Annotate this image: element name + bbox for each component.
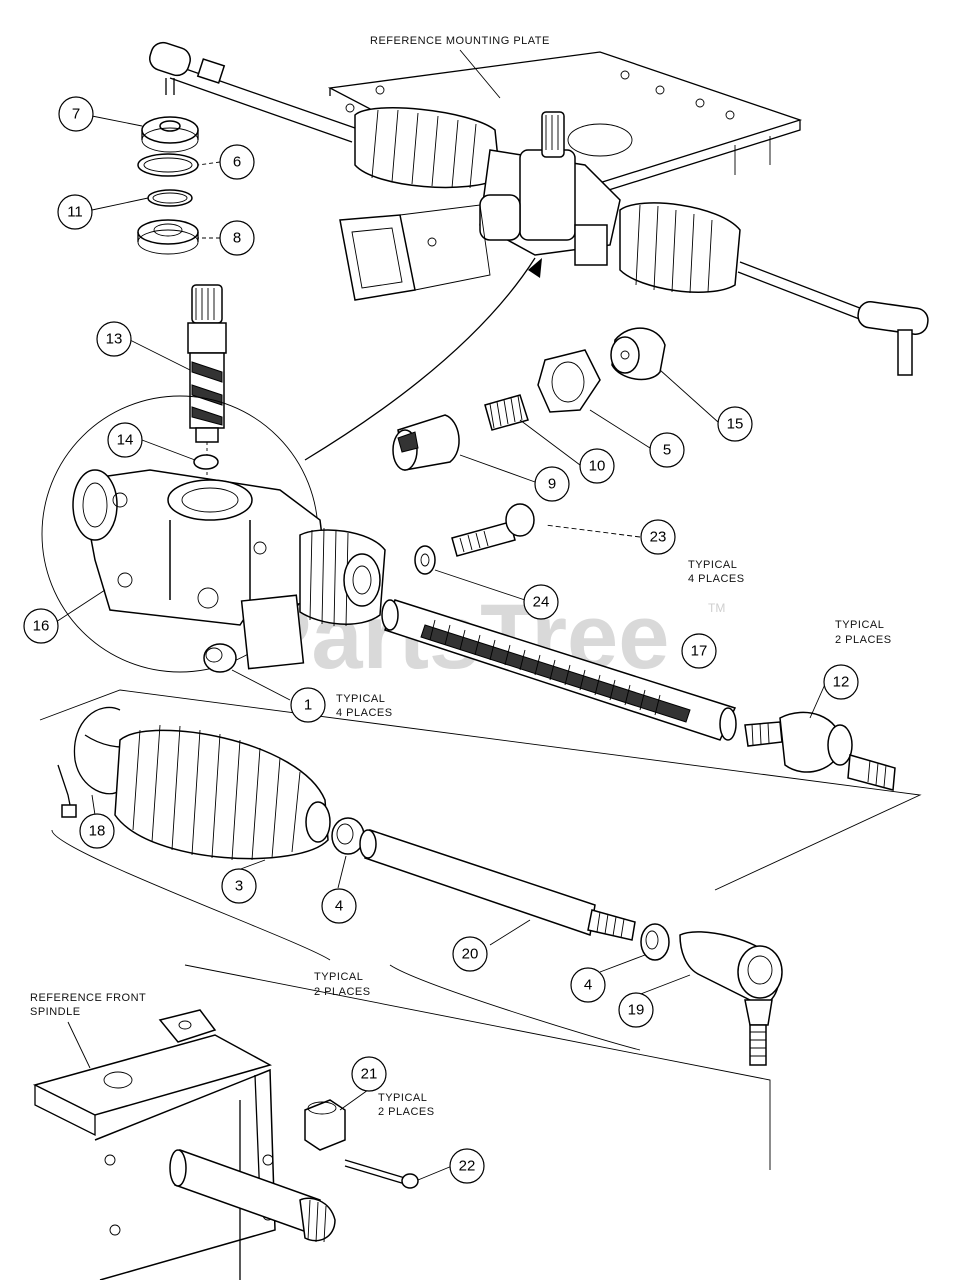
ref-front-spindle-line1: REFERENCE FRONT xyxy=(30,992,146,1004)
callout-13[interactable]: 13 xyxy=(96,321,132,357)
ref-mounting-plate-label: REFERENCE MOUNTING PLATE xyxy=(370,35,550,47)
note-23-line2: 4 PLACES xyxy=(688,573,745,585)
svg-text:19: 19 xyxy=(628,1002,645,1019)
watermark-tm: TM xyxy=(708,601,725,615)
top-bearing-stack xyxy=(137,116,199,255)
rack-housing xyxy=(72,469,386,670)
callout-22[interactable]: 22 xyxy=(449,1148,485,1184)
callout-12[interactable]: 12 xyxy=(823,664,859,700)
callout-17[interactable]: 17 xyxy=(681,633,717,669)
svg-text:15: 15 xyxy=(727,416,744,433)
washer-24 xyxy=(414,545,436,575)
callout-10[interactable]: 10 xyxy=(579,448,615,484)
callout-9[interactable]: 9 xyxy=(534,466,570,502)
callout-24[interactable]: 24 xyxy=(523,584,559,620)
callout-23[interactable]: 23 xyxy=(640,519,676,555)
svg-text:6: 6 xyxy=(233,154,241,171)
ref-front-spindle-line2: SPINDLE xyxy=(30,1006,81,1018)
note-1-line2: 4 PLACES xyxy=(336,707,393,719)
note-12-line1: TYPICAL xyxy=(835,619,884,631)
cotter-pin-22 xyxy=(344,1159,419,1189)
callout-11[interactable]: 11 xyxy=(57,194,93,230)
svg-text:20: 20 xyxy=(462,946,479,963)
svg-text:10: 10 xyxy=(589,458,606,475)
svg-text:21: 21 xyxy=(361,1066,378,1083)
note-21-line2: 2 PLACES xyxy=(378,1106,435,1118)
note-12-line2: 2 PLACES xyxy=(835,634,892,646)
callout-16[interactable]: 16 xyxy=(23,608,59,644)
svg-text:14: 14 xyxy=(117,432,134,449)
note-1-line1: TYPICAL xyxy=(336,693,385,705)
nut-1 xyxy=(203,643,237,673)
bellows-boot-3 xyxy=(114,724,331,861)
jam-nut-4b xyxy=(640,923,670,961)
svg-text:7: 7 xyxy=(72,106,80,123)
callout-4b[interactable]: 4 xyxy=(570,967,606,1003)
yoke-9 xyxy=(392,414,460,471)
tie-rod-end-19 xyxy=(679,931,783,1066)
locknut-5 xyxy=(537,349,601,413)
tie-strap-18 xyxy=(57,706,136,818)
callout-14[interactable]: 14 xyxy=(107,422,143,458)
note-21-line1: TYPICAL xyxy=(378,1092,427,1104)
svg-text:17: 17 xyxy=(691,643,708,660)
callout-21[interactable]: 21 xyxy=(351,1056,387,1092)
callout-6[interactable]: 6 xyxy=(219,144,255,180)
callout-18[interactable]: 18 xyxy=(79,813,115,849)
bolt-23 xyxy=(451,503,535,557)
bushing-14 xyxy=(193,454,219,470)
svg-text:16: 16 xyxy=(33,618,50,635)
svg-text:12: 12 xyxy=(833,674,850,691)
castle-nut-21 xyxy=(304,1099,346,1151)
svg-text:8: 8 xyxy=(233,230,241,247)
callout-5[interactable]: 5 xyxy=(649,432,685,468)
svg-text:4: 4 xyxy=(335,898,343,915)
spring-10 xyxy=(484,394,529,431)
svg-text:18: 18 xyxy=(89,823,106,840)
cap-15 xyxy=(610,327,666,381)
top-assembly xyxy=(149,41,929,461)
svg-text:23: 23 xyxy=(650,529,667,546)
svg-text:9: 9 xyxy=(548,476,556,493)
note-20-line2: 2 PLACES xyxy=(314,986,371,998)
svg-text:13: 13 xyxy=(106,331,123,348)
svg-text:3: 3 xyxy=(235,878,243,895)
svg-text:22: 22 xyxy=(459,1158,476,1175)
note-23-line1: TYPICAL xyxy=(688,559,737,571)
tie-rod-20 xyxy=(359,829,636,941)
callout-1[interactable]: 1 xyxy=(290,687,326,723)
callout-15[interactable]: 15 xyxy=(717,406,753,442)
callout-8[interactable]: 8 xyxy=(219,220,255,256)
rack-bar-17 xyxy=(381,599,737,741)
svg-text:24: 24 xyxy=(533,594,550,611)
callout-3[interactable]: 3 xyxy=(221,868,257,904)
callout-20[interactable]: 20 xyxy=(452,936,488,972)
lower-plate-outline xyxy=(39,689,922,891)
note-20-line1: TYPICAL xyxy=(314,971,363,983)
svg-text:1: 1 xyxy=(304,697,312,714)
pinion-shaft xyxy=(187,284,227,600)
callout-19[interactable]: 19 xyxy=(618,992,654,1028)
inner-tie-rod-12 xyxy=(744,711,896,791)
front-spindle xyxy=(32,1009,336,1280)
svg-text:11: 11 xyxy=(67,204,83,221)
callout-7[interactable]: 7 xyxy=(58,96,94,132)
callout-4a[interactable]: 4 xyxy=(321,888,357,924)
svg-text:5: 5 xyxy=(663,442,671,459)
svg-text:4: 4 xyxy=(584,977,592,994)
